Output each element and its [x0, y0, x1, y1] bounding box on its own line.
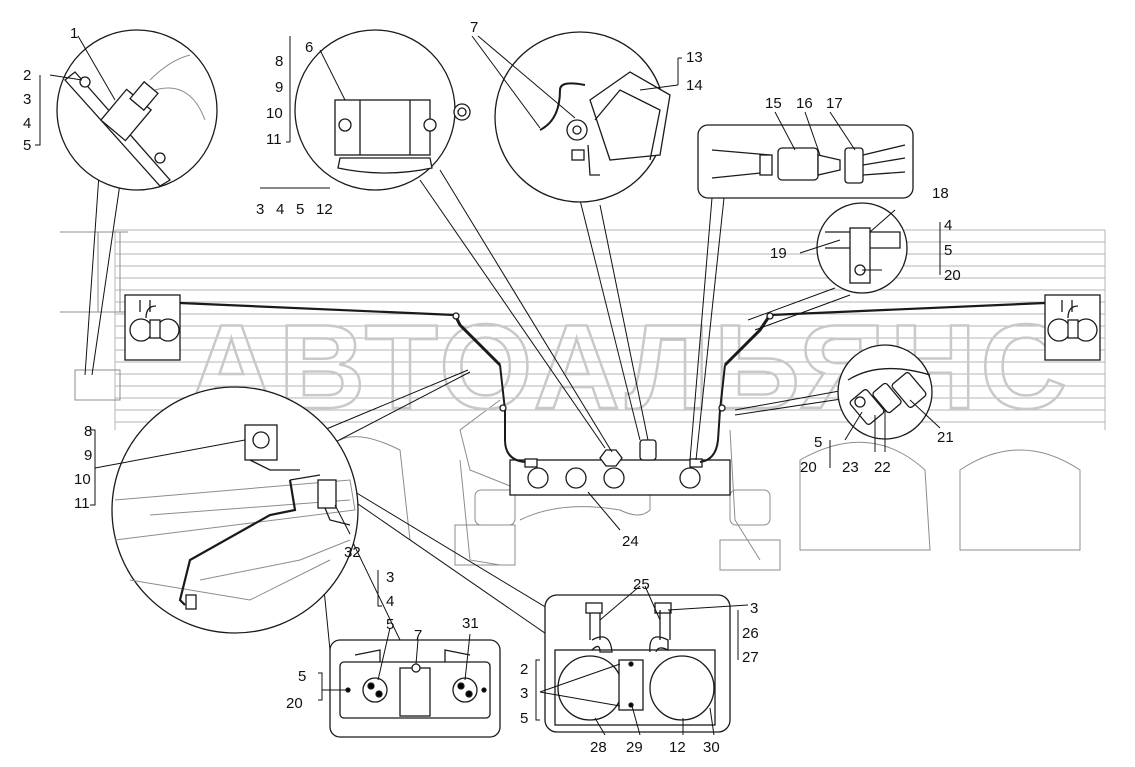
- callout-8d: 8: [84, 423, 92, 440]
- callout-3e: 3: [386, 569, 394, 586]
- watermark: АВТОАЛЬЯНС: [188, 300, 1071, 434]
- callout-5f: 5: [298, 668, 306, 685]
- callout-17: 17: [826, 95, 843, 112]
- rear-light-icon: [639, 439, 657, 461]
- callout-4e: 4: [386, 593, 394, 610]
- rear-crossmember: [509, 439, 731, 496]
- callout-4b: 4: [276, 201, 284, 218]
- callout-11: 11: [266, 131, 282, 148]
- callout-3b: 3: [256, 201, 264, 218]
- callout-11d: 11: [74, 495, 90, 512]
- callout-22: 22: [874, 459, 891, 476]
- callout-27: 27: [742, 649, 759, 666]
- callout-6: 6: [305, 39, 313, 56]
- callout-5b: 5: [296, 201, 304, 218]
- right-tail-lamp: [1044, 294, 1101, 361]
- callout-20c: 20: [944, 267, 961, 284]
- callout-2g: 2: [520, 661, 528, 678]
- callout-9: 9: [275, 79, 283, 96]
- callout-31: 31: [462, 615, 479, 632]
- callout-28: 28: [590, 739, 607, 756]
- connector-nut-icon: [599, 449, 623, 467]
- round-lamp-icon: [649, 655, 715, 721]
- round-lamp-icon: [679, 467, 701, 489]
- leader-lines: [84, 159, 851, 651]
- callout-7e: 7: [414, 627, 422, 644]
- callout-14: 14: [686, 77, 703, 94]
- round-lamp-icon: [527, 467, 549, 489]
- rear-lamp-housing-icon: [589, 71, 671, 161]
- detail-view-5: 18 19 4 5 20: [770, 185, 961, 294]
- callout-3g: 3: [750, 600, 758, 617]
- callout-19: 19: [770, 245, 787, 262]
- callout-5g: 5: [520, 710, 528, 727]
- callout-20f: 20: [286, 695, 303, 712]
- callout-1: 1: [70, 25, 78, 42]
- left-tail-lamp: [124, 294, 181, 361]
- detail-view-6: 5 20 23 22 21: [800, 344, 954, 476]
- callout-15: 15: [765, 95, 782, 112]
- callout-12b: 12: [316, 201, 333, 218]
- callout-18: 18: [932, 185, 949, 202]
- callout-7: 7: [470, 19, 478, 36]
- detail-view-7: 8 9 10 11 32: [74, 386, 361, 634]
- callout-5e: 5: [386, 616, 394, 633]
- detail-view-1: 1 2 3 4 5: [23, 25, 218, 191]
- callout-5: 5: [23, 137, 31, 154]
- callout-29: 29: [626, 739, 643, 756]
- callout-12g: 12: [669, 739, 686, 756]
- round-lamp-icon: [565, 467, 587, 489]
- callout-30: 30: [703, 739, 720, 756]
- detail-view-8: 3 4 5 7 31 5 20: [286, 569, 501, 738]
- callout-10d: 10: [74, 471, 91, 488]
- callout-16: 16: [796, 95, 813, 112]
- callout-3: 3: [23, 91, 31, 108]
- callout-24: 24: [622, 533, 639, 550]
- detail-view-3: 7 13 14: [470, 19, 703, 203]
- detail-view-2: 6 8 9 10 11 3 4 5 12: [256, 29, 471, 218]
- truck-frame-background: [60, 229, 1106, 581]
- callout-4c: 4: [944, 217, 952, 234]
- detail-view-9: 25 3 26 27 2 3 5 28 29 12 30: [520, 576, 759, 756]
- callout-21: 21: [937, 429, 954, 446]
- callout-9d: 9: [84, 447, 92, 464]
- detail-view-4: 15 16 17: [697, 95, 914, 199]
- callout-8: 8: [275, 53, 283, 70]
- callout-20d: 20: [800, 459, 817, 476]
- callout-13: 13: [686, 49, 703, 66]
- callout-3h: 3: [520, 685, 528, 702]
- round-lamp-icon: [603, 467, 625, 489]
- callout-26: 26: [742, 625, 759, 642]
- round-lamp-icon: [557, 655, 623, 721]
- callout-10: 10: [266, 105, 283, 122]
- callout-2: 2: [23, 67, 31, 84]
- callout-23: 23: [842, 459, 859, 476]
- callout-5d: 5: [814, 434, 822, 451]
- callout-5c: 5: [944, 242, 952, 259]
- callout-32: 32: [344, 544, 361, 561]
- callout-25: 25: [633, 576, 650, 593]
- callout-4: 4: [23, 115, 31, 132]
- wiring-harness: [179, 301, 1046, 463]
